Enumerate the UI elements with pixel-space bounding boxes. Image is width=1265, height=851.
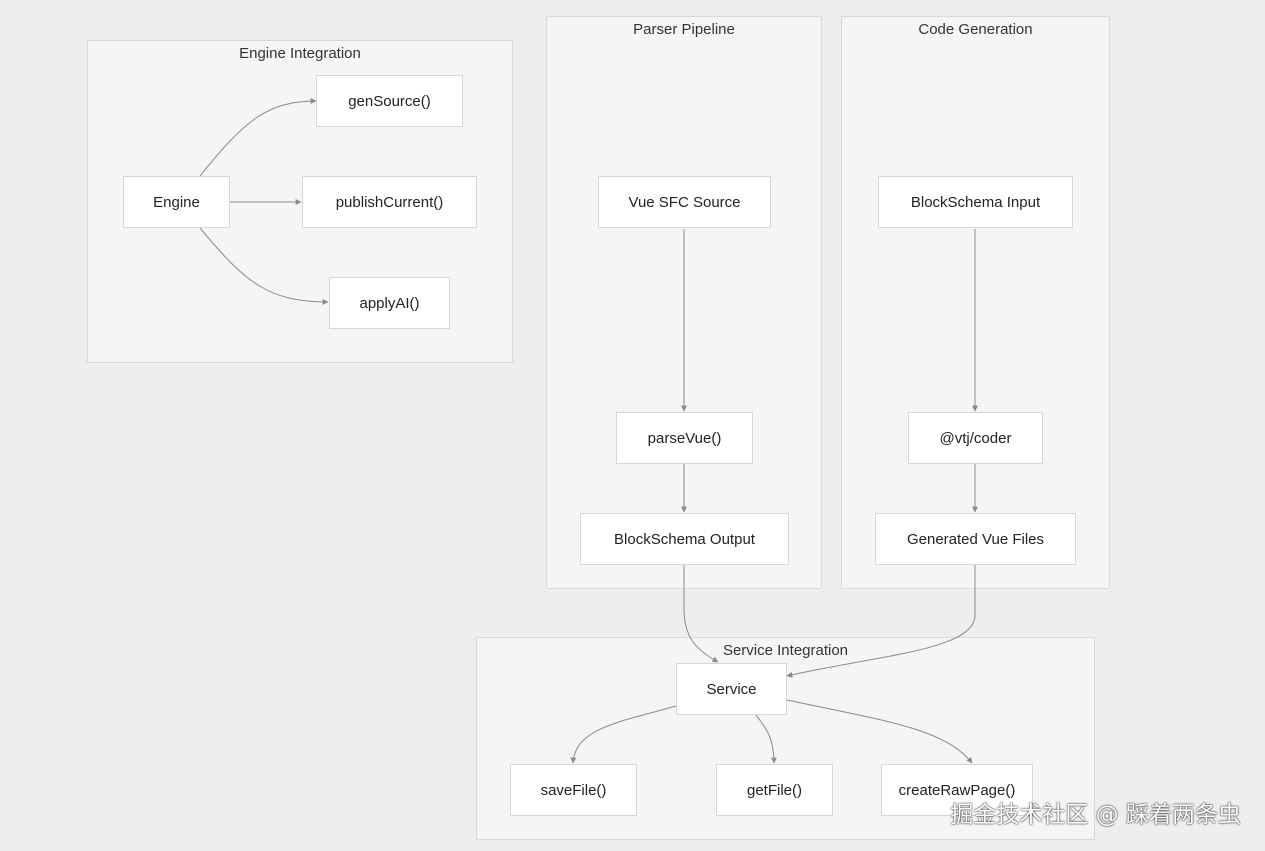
edge-engine-to-gensource: [199, 98, 317, 177]
edge-service-to-savefile: [570, 705, 677, 764]
node-vue-sfc-source[interactable]: Vue SFC Source: [598, 176, 771, 228]
node-createrawpage[interactable]: createRawPage(): [881, 764, 1033, 816]
node-service[interactable]: Service: [676, 663, 787, 715]
node-generated-vue-files[interactable]: Generated Vue Files: [875, 513, 1076, 565]
node-parsevue[interactable]: parseVue(): [616, 412, 753, 464]
node-savefile[interactable]: saveFile(): [510, 764, 637, 816]
cluster-title-engine-integration: Engine Integration: [239, 45, 361, 62]
edge-engine-to-applyai: [199, 227, 329, 305]
edge-service-to-createrawpage: [786, 699, 973, 764]
edge-generatedvuefiles-to-service: [786, 565, 976, 678]
node-getfile[interactable]: getFile(): [716, 764, 833, 816]
cluster-title-service-integration: Service Integration: [722, 642, 849, 659]
node-vtj-coder[interactable]: @vtj/coder: [908, 412, 1043, 464]
edge-blockschemaoutput-to-service: [683, 565, 719, 663]
node-engine[interactable]: Engine: [123, 176, 230, 228]
node-blockschema-output[interactable]: BlockSchema Output: [580, 513, 789, 565]
watermark-text: 掘金技术社区 @ 踩着两条虫: [950, 802, 1241, 828]
cluster-title-code-generation: Code Generation: [918, 21, 1033, 38]
node-gensource[interactable]: genSource(): [316, 75, 463, 127]
edge-service-to-getfile: [755, 714, 777, 764]
cluster-title-parser-pipeline: Parser Pipeline: [633, 21, 735, 38]
node-publishcurrent[interactable]: publishCurrent(): [302, 176, 477, 228]
node-applyai[interactable]: applyAI(): [329, 277, 450, 329]
node-blockschema-input[interactable]: BlockSchema Input: [878, 176, 1073, 228]
